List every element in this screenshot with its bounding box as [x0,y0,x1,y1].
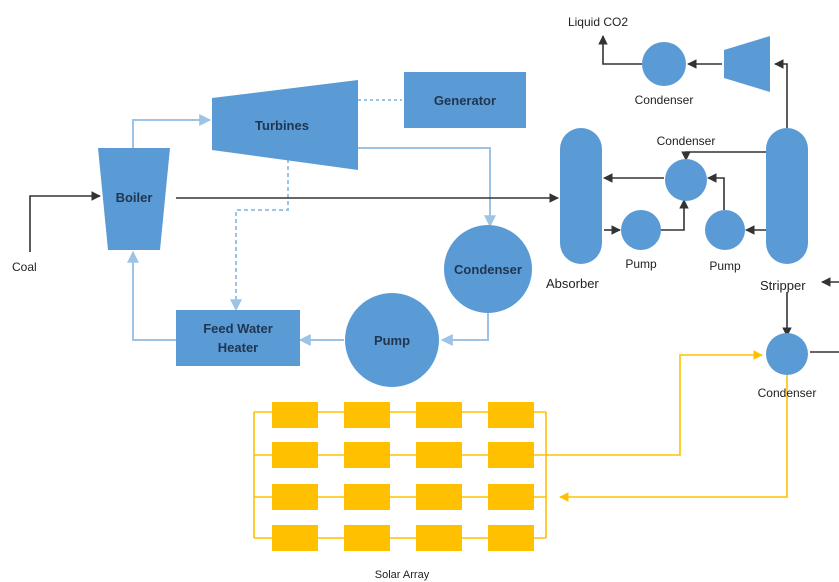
line-turbines-to-condenser [358,147,496,228]
coal-label: Coal [12,260,37,274]
compressor [724,36,770,92]
turbines-label: Turbines [255,118,309,133]
turbines: Turbines [212,80,358,170]
boiler-label: Boiler [116,190,153,205]
line-solar-to-condenser [546,350,763,456]
pump-left [621,210,661,250]
line-condenser-to-co2 [598,35,642,65]
line-boiler-to-turbines [132,114,212,148]
line-heater-to-boiler [127,250,176,341]
solar-array-label: Solar Array [375,569,430,581]
solar-panel [272,402,318,428]
solar-panel [416,484,462,510]
generator: Generator [404,72,526,128]
pump-left-label: Pump [625,257,657,271]
solar-panel [344,402,390,428]
solar-panel [272,442,318,468]
stripper [766,128,808,264]
solar-panel [488,402,534,428]
line-coal-to-boiler [29,191,101,252]
line-stripper-to-compressor [774,59,788,128]
solar-array [272,402,534,551]
solar-panel [272,484,318,510]
heater-label-line1: Feed Water [203,321,273,336]
solar-panel [272,525,318,551]
solar-panel [488,525,534,551]
solar-panel [344,442,390,468]
condenser-main-label: Condenser [454,262,522,277]
line-pump-to-mid-condenser [660,199,689,231]
solar-panel [416,442,462,468]
solar-panel [344,525,390,551]
condenser-solar [766,333,808,375]
line-condenser-to-solar [559,372,788,502]
absorber-label: Absorber [546,276,599,291]
solar-panel [488,484,534,510]
generator-label: Generator [434,93,496,108]
line-extraction-to-heater [230,152,289,312]
feed-water-heater: Feed Water Heater [176,310,300,366]
solar-panel [488,442,534,468]
pump-right-label: Pump [709,259,741,273]
line-condenser-to-pump [440,308,489,346]
condenser-main: Condenser [444,225,532,313]
condenser-solar-label: Condenser [758,386,817,400]
solar-panel [416,402,462,428]
liquid-co2-label: Liquid CO2 [568,15,628,29]
pump-right [705,210,745,250]
solar-panel [416,525,462,551]
process-lines [29,35,839,353]
solar-panel [344,484,390,510]
pump-main-label: Pump [374,333,410,348]
line-stripper-to-mid-condenser [681,151,766,161]
heater-label-line2: Heater [218,340,258,355]
condenser-mid [665,159,707,201]
boiler: Boiler [98,148,170,250]
steam-cycle-lines [127,99,496,346]
absorber [560,128,602,264]
pump-main: Pump [345,293,439,387]
stripper-label: Stripper [760,278,806,293]
condenser-top-label: Condenser [635,93,694,107]
condenser-top [642,42,686,86]
condenser-mid-label: Condenser [657,134,716,148]
line-right-pump-to-mid-condenser [707,173,725,210]
